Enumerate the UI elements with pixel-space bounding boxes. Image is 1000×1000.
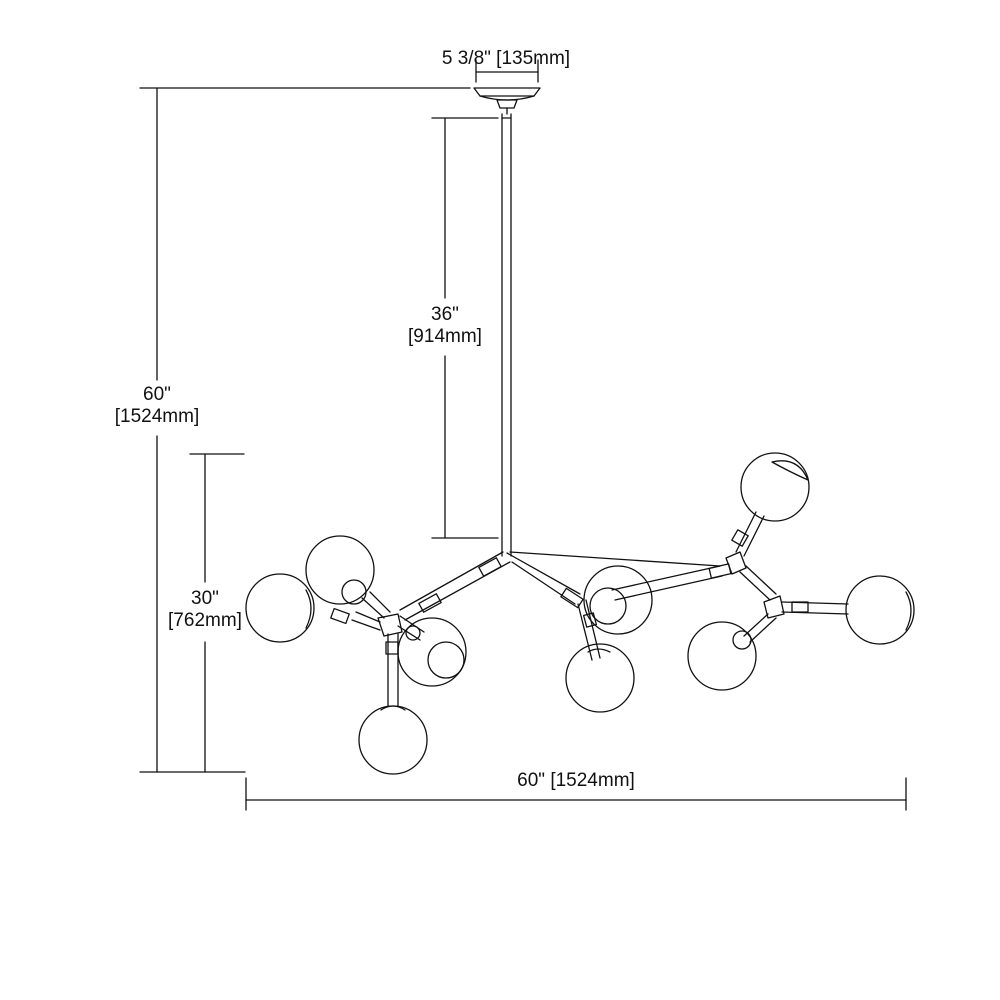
arm-right-main (507, 552, 720, 608)
canopy-width-label: 5 3/8" [135mm] (441, 48, 571, 69)
globe-center-bottom (566, 644, 634, 712)
fixture-height-label: 30" [762mm] (148, 588, 262, 632)
down-rod (502, 114, 511, 556)
globe-left-bottom (359, 706, 427, 774)
fixture-height-mm: [762mm] (168, 610, 242, 631)
rod-length-mm: [914mm] (408, 326, 482, 347)
globe-left-upper (306, 536, 374, 604)
fixture-height-dimension (190, 454, 244, 772)
globe-center (584, 566, 652, 634)
overall-width-label: 60" [1524mm] (517, 770, 635, 791)
right-cluster-hub (726, 512, 848, 642)
arm-right-upper (612, 564, 731, 600)
globe-right-top (741, 453, 809, 521)
globe-right-bottom (688, 622, 756, 690)
overall-height-label: 60" [1524mm] (92, 384, 222, 428)
rod-length-inches: 36" (431, 304, 459, 325)
globe-right-far (846, 576, 914, 644)
overall-height-mm: [1524mm] (114, 406, 200, 427)
arm-left-main (400, 552, 510, 620)
overall-height-inches: 60" (143, 384, 171, 405)
globe-left-front (398, 618, 466, 686)
ceiling-canopy (474, 88, 540, 114)
left-cluster-hub (331, 592, 424, 706)
canopy-width-dimension (476, 60, 538, 82)
fixture-height-inches: 30" (191, 588, 219, 609)
rod-length-dimension (432, 118, 498, 538)
overall-width-dimension (246, 778, 906, 810)
globe-left-far (246, 574, 314, 642)
rod-length-label: 36" [914mm] (388, 304, 502, 348)
overall-height-dimension (140, 88, 470, 772)
